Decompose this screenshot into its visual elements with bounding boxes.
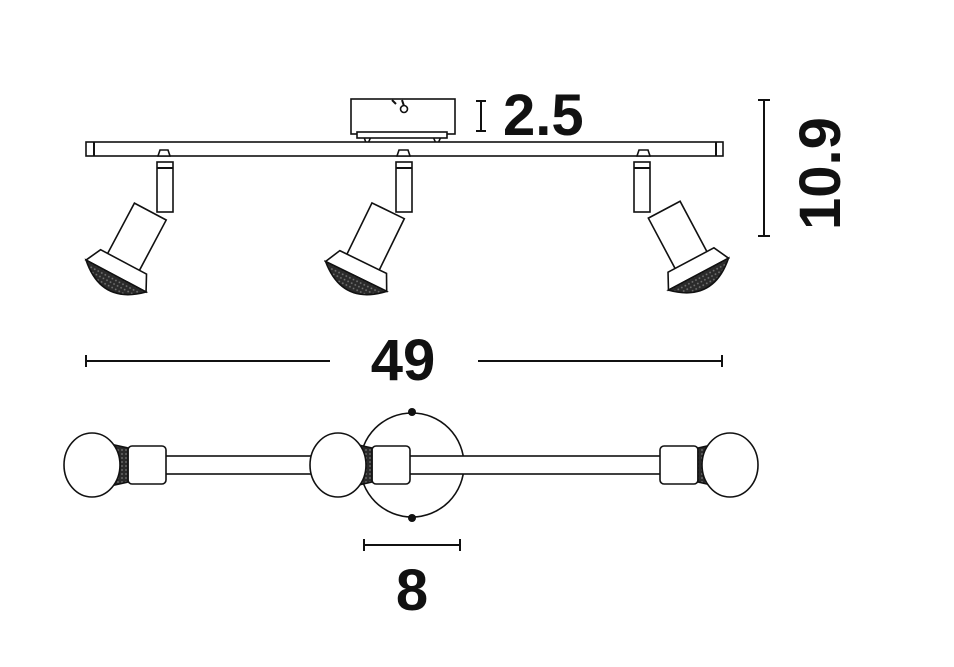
- dimension-base-diameter: 8: [363, 539, 461, 623]
- spotlight-middle: [324, 149, 413, 296]
- total-height-label: 10.9: [788, 117, 853, 230]
- top-spotlight-middle: [309, 432, 411, 498]
- dimension-base-height: 2.5: [476, 83, 584, 148]
- total-width-label: 49: [371, 328, 436, 393]
- side-view: 2.5 10.9 49: [84, 83, 853, 393]
- top-spotlight-right: [659, 432, 759, 498]
- dimension-total-width: 49: [85, 328, 723, 393]
- spotlight-right: [633, 149, 731, 294]
- base-height-label: 2.5: [503, 83, 584, 148]
- top-view: 8: [63, 408, 759, 623]
- dimension-total-height: 10.9: [758, 99, 853, 237]
- spotlight-left: [84, 149, 174, 296]
- ceiling-base-box: [350, 98, 456, 149]
- top-track-bar: [159, 455, 671, 475]
- top-spotlight-left: [63, 432, 167, 498]
- base-diameter-label: 8: [396, 558, 428, 623]
